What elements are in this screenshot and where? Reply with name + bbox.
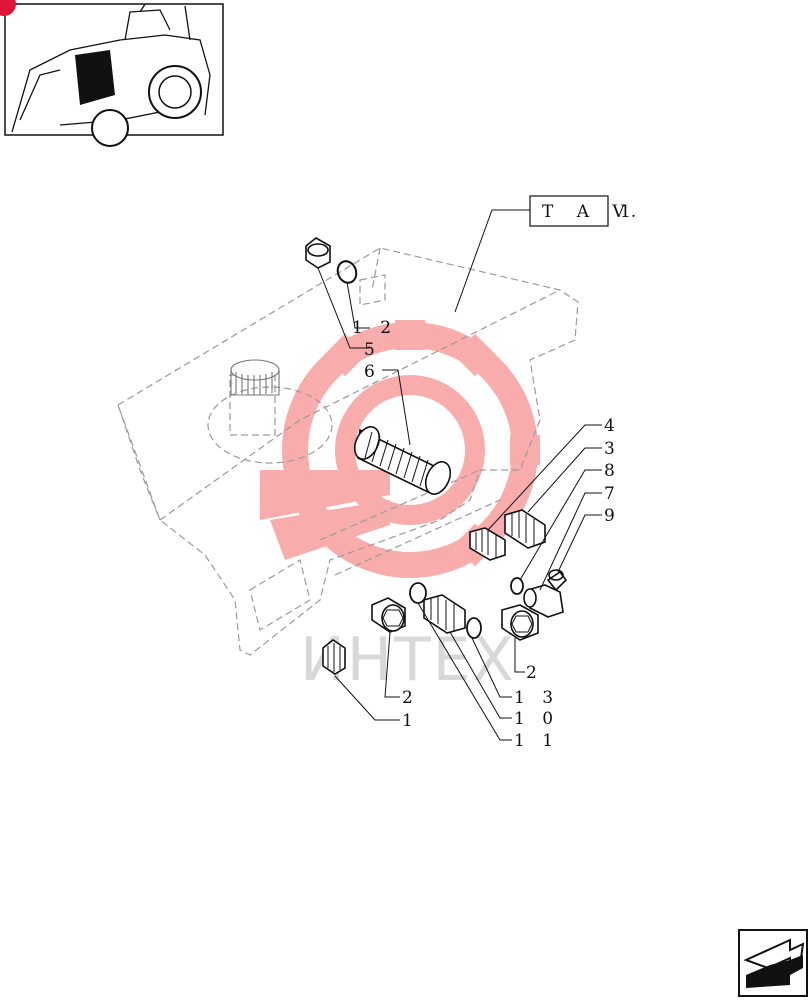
filler-cap: [230, 359, 280, 396]
callout-6: 6: [364, 362, 381, 382]
part-4-fitting[interactable]: [469, 527, 506, 561]
reference-table-box[interactable]: T A V. 1: [529, 195, 645, 227]
callout-8: 8: [604, 461, 621, 481]
part-9-seal[interactable]: [548, 569, 564, 581]
part-2-plug-left[interactable]: [371, 597, 406, 633]
part-2-plug-right[interactable]: [501, 604, 539, 641]
callout-9: 9: [604, 506, 621, 526]
part-12-o-ring[interactable]: [335, 259, 359, 286]
part-7-elbow-fitting[interactable]: [523, 570, 568, 618]
next-page-arrow-icon[interactable]: [738, 929, 808, 997]
callout-12: 1 2: [352, 318, 397, 338]
part-11-o-ring[interactable]: [409, 582, 427, 604]
callout-2-right: 2: [526, 663, 543, 683]
callout-labels: 1 2 5 6 4 3 8 7 9 2 1 3 1 0 1 1 2 1: [352, 318, 621, 751]
callout-10: 1 0: [514, 709, 559, 729]
part-1-drain-plug[interactable]: [322, 639, 346, 675]
watermark-logo: [260, 320, 540, 578]
leader-lines: [317, 209, 602, 741]
reference-table-label: T A V.: [542, 202, 645, 222]
part-10-fitting[interactable]: [423, 594, 466, 634]
callout-11: 1 1: [514, 731, 559, 751]
callout-3: 3: [604, 439, 621, 459]
transmission-housing-outline: [117, 247, 579, 656]
callout-7: 7: [604, 484, 621, 504]
callout-1: 1: [402, 711, 419, 731]
reference-table-number: 1: [620, 202, 637, 222]
part-3-fitting[interactable]: [504, 509, 546, 549]
thumbnail-badge: [0, 0, 16, 16]
part-8-o-ring[interactable]: [510, 577, 524, 595]
part-5-plug[interactable]: [305, 237, 331, 269]
callout-5: 5: [364, 340, 381, 360]
part-6-filter-cartridge[interactable]: [350, 423, 455, 498]
machine-thumbnail[interactable]: [0, 0, 224, 147]
callout-13: 1 3: [514, 688, 559, 708]
highlighted-tank-area: [75, 50, 115, 105]
callout-2-left: 2: [402, 688, 419, 708]
part-13-o-ring[interactable]: [466, 617, 482, 639]
callout-4: 4: [604, 416, 621, 436]
